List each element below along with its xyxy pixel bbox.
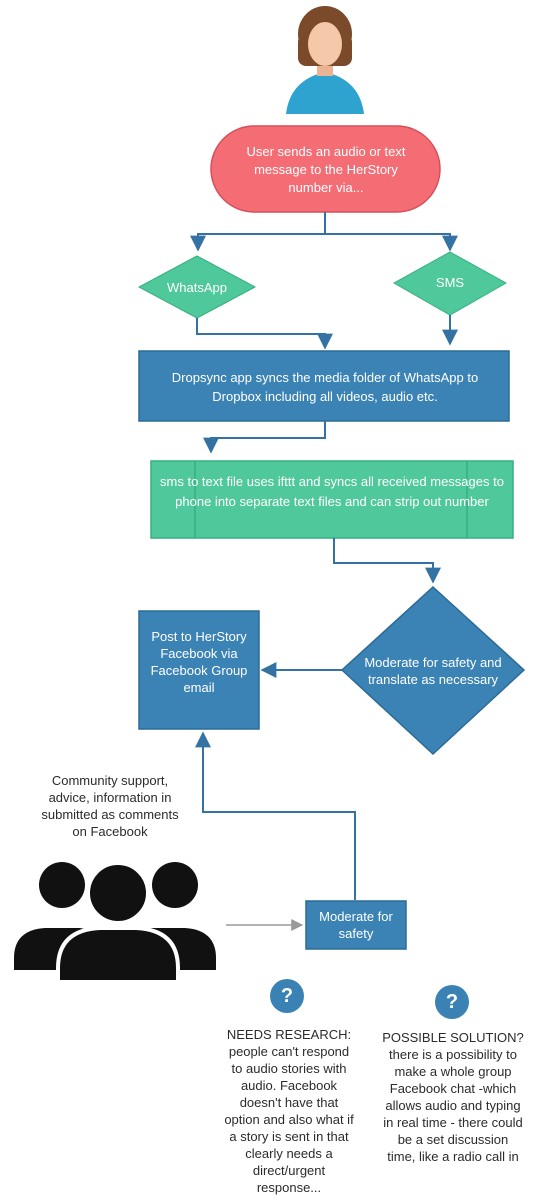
possible-solution-note: POSSIBLE SOLUTION? there is a possibilit… bbox=[382, 1030, 524, 1164]
question-help-icon bbox=[270, 979, 304, 1013]
community-label: Community support, advice, information i… bbox=[41, 773, 179, 839]
user-icon bbox=[286, 6, 364, 114]
sms-to-moderate-connector bbox=[333, 538, 441, 584]
safety-to-post-connector bbox=[195, 731, 356, 900]
dropsync-to-sms-connector bbox=[203, 421, 326, 454]
question-help-icon bbox=[435, 985, 469, 1019]
whatsapp-label: WhatsApp bbox=[167, 280, 227, 295]
dropsync-label: Dropsync app syncs the media folder of W… bbox=[171, 370, 479, 404]
needs-research-note: NEEDS RESEARCH: people can't respond to … bbox=[224, 1027, 354, 1195]
channel-to-dropsync-connector bbox=[196, 315, 458, 350]
split-connector bbox=[190, 212, 458, 252]
community-group-icon bbox=[14, 861, 216, 984]
post-label: Post to HerStory Facebook via Facebook G… bbox=[150, 629, 248, 695]
dropsync-process bbox=[138, 350, 510, 422]
sms-text-process bbox=[150, 460, 514, 539]
moderate-safety-process bbox=[305, 900, 407, 950]
moderate-translate-label: Moderate for safety and translate as nec… bbox=[364, 655, 502, 687]
question-mark-2: ? bbox=[445, 991, 459, 1013]
moderate-translate-decision bbox=[340, 585, 526, 756]
sms-process-label: sms to text file uses ifttt and syncs al… bbox=[160, 474, 504, 509]
question-mark-1: ? bbox=[280, 985, 294, 1007]
moderate-safety-label: Moderate for safety bbox=[319, 909, 393, 941]
sms-label: SMS bbox=[435, 275, 465, 290]
start-label: User sends an audio or text message to t… bbox=[246, 144, 406, 195]
post-facebook-process bbox=[138, 610, 260, 730]
